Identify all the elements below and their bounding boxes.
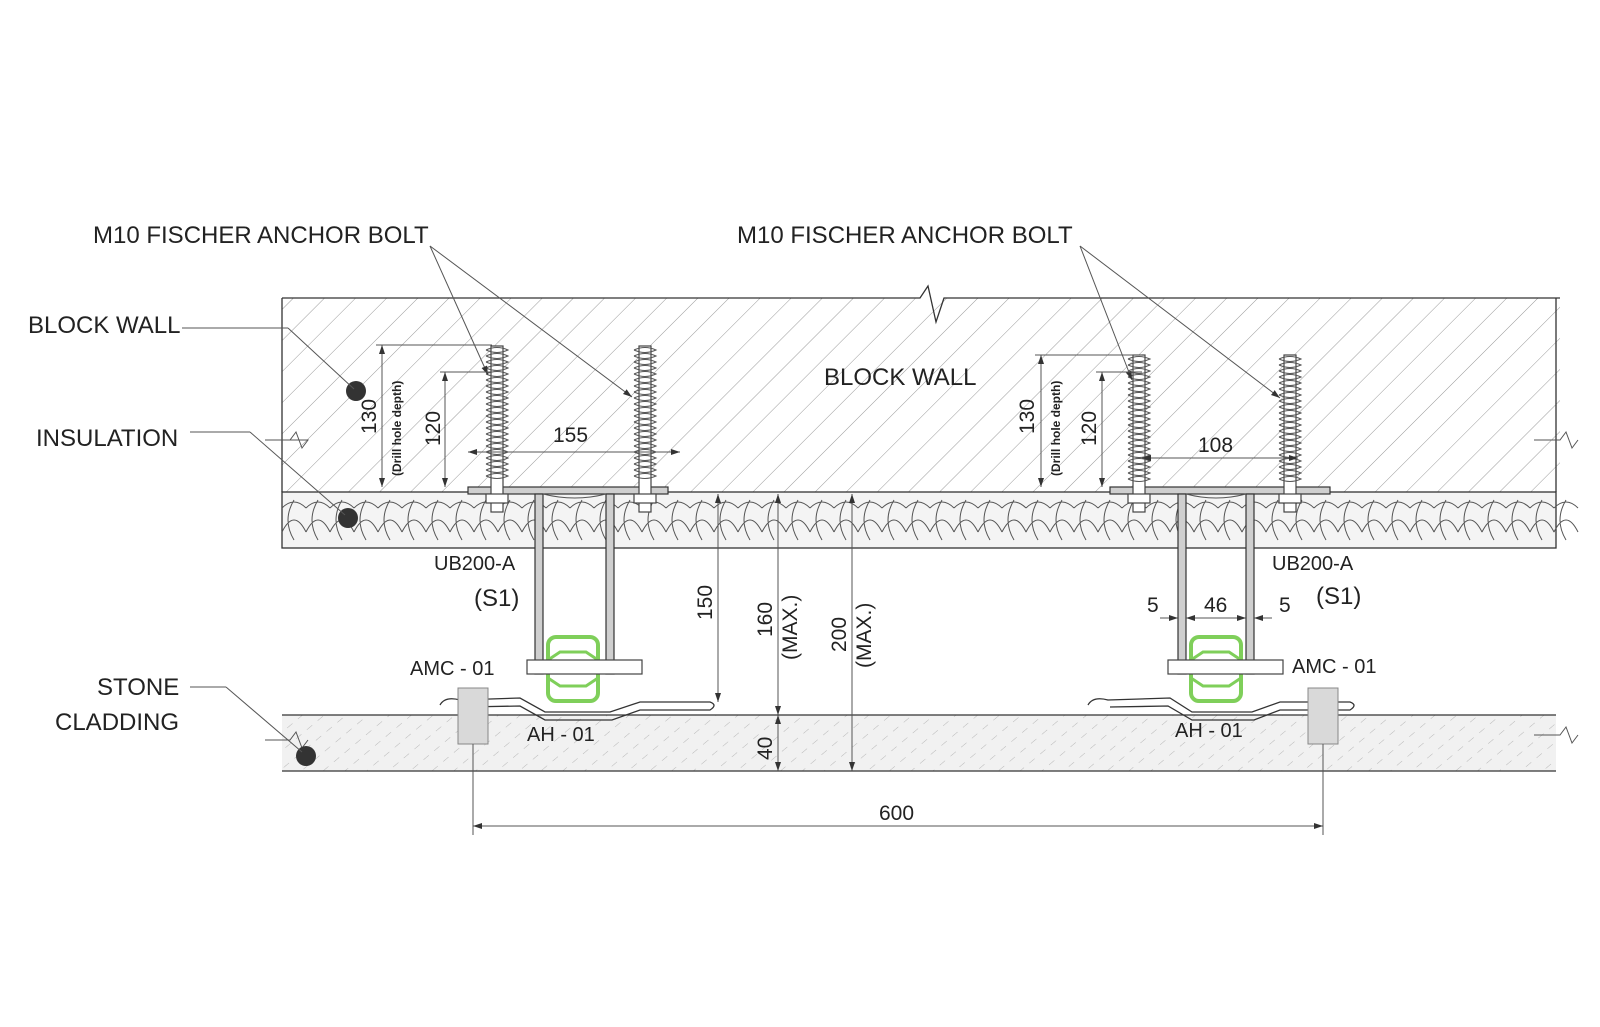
dim-drill-depth-right: 130 [1016,399,1039,434]
bracket-assembly-left [439,345,715,745]
dim-gap-5-left: 5 [1147,594,1159,617]
dim-150: 150 [694,585,717,620]
label-s1-left: (S1) [474,585,519,612]
bracket-web-left-b [605,493,615,675]
base-plate-left [467,486,669,495]
dim-40: 40 [754,737,777,760]
stone-cladding-layer [282,714,1556,772]
clip-pad-left [457,687,489,745]
anchor-bolt-icon [1127,354,1152,513]
leader-lines [182,245,1281,753]
label-ub-left: UB200-A [434,553,516,575]
label-s1-right: (S1) [1316,583,1361,610]
dim-spacing-right: 108 [1198,434,1233,457]
dim-web-46: 46 [1204,594,1227,617]
bracket-web-right-a [1177,493,1187,675]
label-block-wall: BLOCK WALL [28,312,181,339]
label-amc-left: AMC - 01 [410,658,494,680]
dim-drill-depth-left: 130 [358,399,381,434]
insulation-layer [281,491,1579,549]
base-plate-right [1109,486,1331,495]
break-marks [265,430,1579,750]
bolt-through-right [1167,659,1284,675]
bolt-through-left [526,659,643,675]
label-ub-right: UB200-A [1272,553,1354,575]
dim-200: 200 [828,617,851,652]
dim-drill-note-left: (Drill hole depth) [390,381,404,476]
label-ah-left: AH - 01 [527,724,595,746]
label-stone: STONE [97,674,179,701]
bracket-assembly-right [1087,354,1355,745]
anchor-bolt-icon [485,345,510,513]
anchor-bolt-icon [1278,354,1303,513]
clip-pad-right [1307,687,1339,745]
label-cladding: CLADDING [55,709,179,736]
dim-drill-note-right: (Drill hole depth) [1049,381,1063,476]
dimension-lines [376,344,1324,835]
label-insulation: INSULATION [36,425,178,452]
label-anchor-bolt-right: M10 FISCHER ANCHOR BOLT [737,222,1073,249]
dim-spacing-left: 155 [553,424,588,447]
dim-600: 600 [879,802,914,825]
dim-160-max: (MAX.) [779,595,802,660]
bracket-web-left-a [534,493,544,675]
anchor-bolt-icon [633,345,658,513]
dim-200-max: (MAX.) [853,603,876,668]
dim-embed-right: 120 [1078,411,1101,446]
label-ah-right: AH - 01 [1175,720,1243,742]
label-anchor-bolt-left: M10 FISCHER ANCHOR BOLT [93,222,429,249]
label-amc-right: AMC - 01 [1292,656,1376,678]
bracket-web-right-b [1245,493,1255,675]
dim-160: 160 [754,602,777,637]
dim-gap-5-right: 5 [1279,594,1291,617]
dim-embed-left: 120 [422,411,445,446]
label-block-wall-center: BLOCK WALL [824,364,977,391]
